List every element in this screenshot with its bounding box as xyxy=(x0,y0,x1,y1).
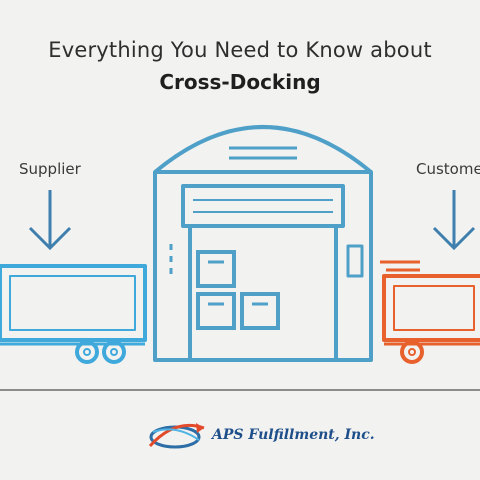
customer-down-arrow-icon xyxy=(432,190,476,251)
box-icon-top xyxy=(196,250,236,288)
box-icon-bottom-left xyxy=(196,292,236,330)
brand-name: APS Fulfillment, Inc. xyxy=(212,427,375,443)
customer-van-icon xyxy=(380,260,480,364)
globe-arrow-logo-icon xyxy=(148,423,205,449)
supplier-down-arrow-icon xyxy=(28,190,72,251)
warehouse-icon xyxy=(153,125,373,362)
title-line-1: Everything You Need to Know about xyxy=(48,38,432,62)
supplier-truck-icon xyxy=(0,264,147,364)
box-icon-bottom-right xyxy=(240,292,280,330)
title-line-2: Cross-Docking xyxy=(159,70,321,94)
supplier-label: Supplier xyxy=(19,160,81,178)
customer-label: Customer xyxy=(416,160,480,178)
